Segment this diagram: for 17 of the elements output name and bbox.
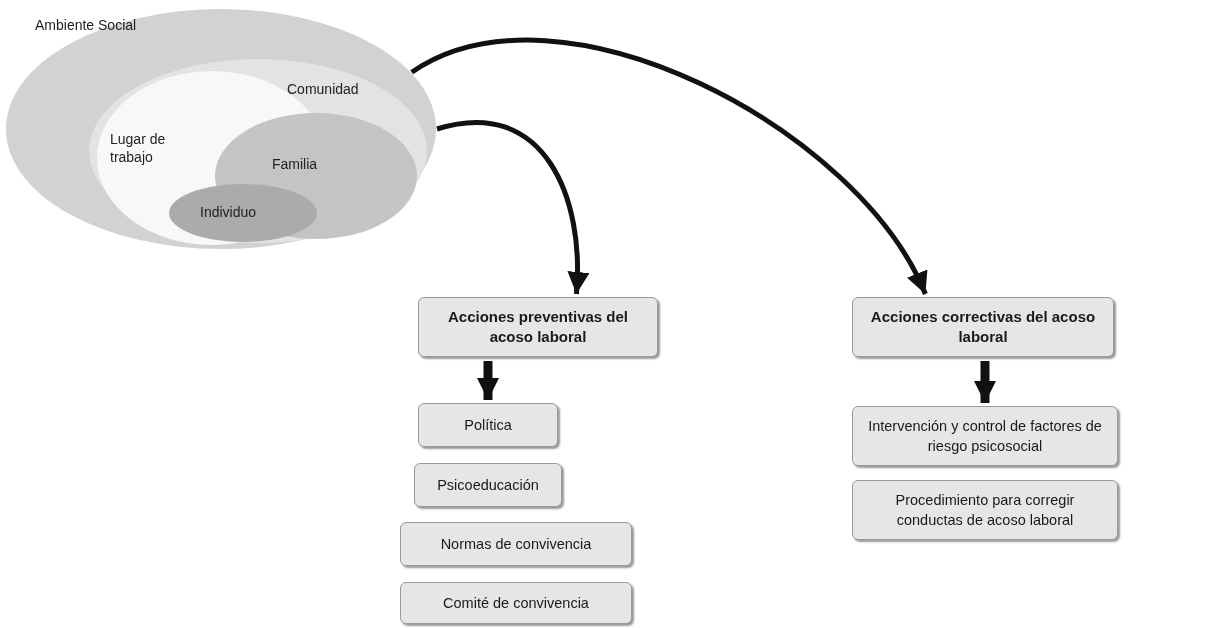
- layer-label: Individuo: [200, 203, 258, 221]
- curved-arrow: [436, 120, 589, 295]
- heading-box: Acciones preventivas del acoso laboral: [418, 297, 658, 357]
- item-box: Procedimiento para corregir conductas de acoso laboral: [852, 480, 1118, 540]
- item-box: Política: [418, 403, 558, 447]
- curved-arrow: [477, 361, 499, 400]
- item-box: Comité de convivencia: [400, 582, 632, 624]
- layer-label: Lugar de trabajo: [110, 130, 167, 166]
- layer-label: Comunidad: [287, 80, 360, 98]
- item-box: Psicoeducación: [414, 463, 562, 507]
- layer-label: Ambiente Social: [35, 16, 138, 34]
- item-box: Normas de convivencia: [400, 522, 632, 566]
- item-box: Intervención y control de factores de riesgo psicosocial: [852, 406, 1118, 466]
- curved-arrow: [974, 361, 996, 403]
- curved-arrow: [410, 38, 928, 296]
- layer-label: Familia: [272, 155, 319, 173]
- heading-box: Acciones correctivas del acoso laboral: [852, 297, 1114, 357]
